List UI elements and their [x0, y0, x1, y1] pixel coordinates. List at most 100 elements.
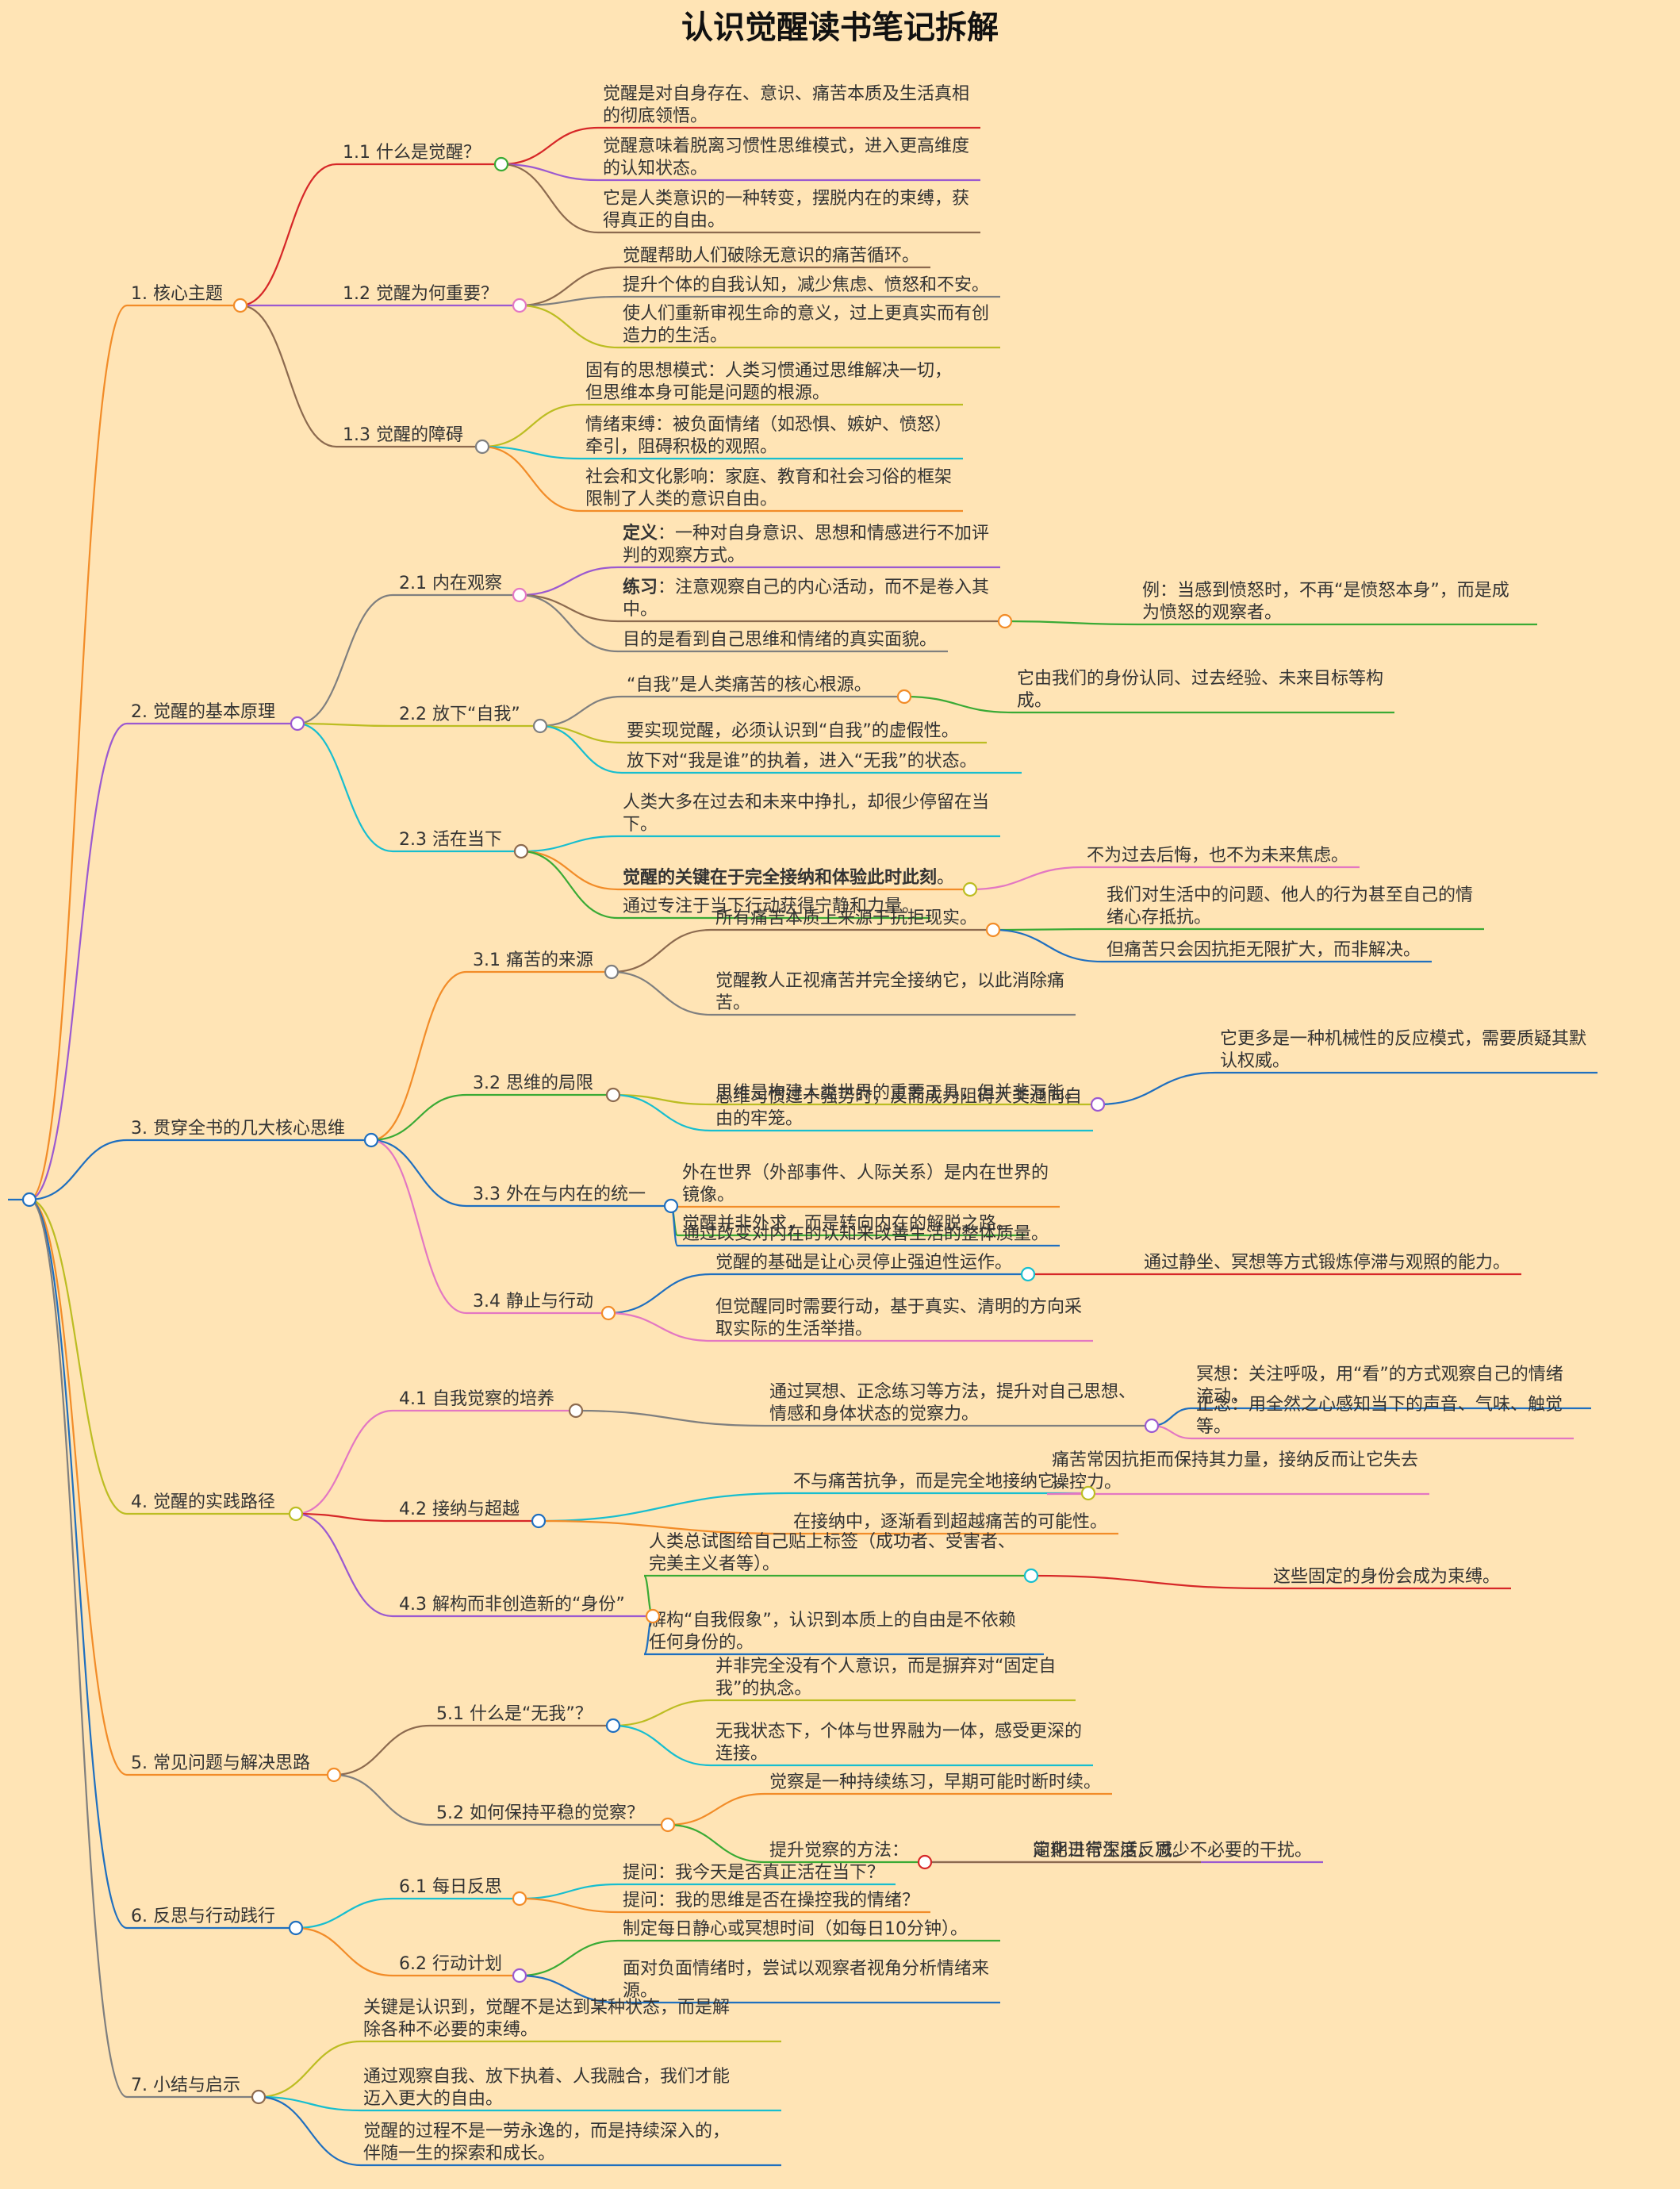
leaf-5-2-2: 提升觉察的方法：: [769, 1841, 909, 1861]
edge-leaf-2-1-3: [519, 593, 619, 653]
topic-4-line: 4. 觉醒的实践路径: [131, 1492, 275, 1512]
topic-4: 4. 觉醒的实践路径: [131, 1492, 275, 1512]
leaf-2-1-2-line: 中。: [623, 600, 658, 620]
subtopic-2-1-node[interactable]: [512, 587, 527, 603]
leaf-1-1-1-line: 的彻底领悟。: [603, 106, 708, 126]
edge-sub-5-1: [333, 1724, 431, 1776]
edge-leaf-2-3-1: [520, 835, 619, 853]
leaf-3-3-3: 通过改变对内在的认知来改善生活的整体质量。: [682, 1224, 1049, 1244]
subtopic-2-2-node[interactable]: [532, 718, 548, 734]
subtopic-5-2: 5.2 如何保持平稳的觉察？: [436, 1803, 644, 1823]
leaf-4-1-1-node[interactable]: [1144, 1418, 1160, 1434]
leaf-2-1-2-node[interactable]: [997, 613, 1013, 629]
leaf-5-1-2: 无我状态下，个体与世界融为一体，感受更深的连接。: [715, 1722, 1082, 1764]
detail-2-3-2-1-line: 不为过去后悔，也不为未来焦虑。: [1087, 846, 1348, 866]
subtopic-3-2-node[interactable]: [605, 1087, 621, 1103]
leaf-3-2-1-line: 思维是构建人类世界的重要工具，但并非万能。: [715, 1083, 1082, 1103]
topic-1-node[interactable]: [232, 298, 248, 313]
leaf-7-1: 关键是认识到，觉醒不是达到某种状态，而是解除各种不必要的束缚。: [363, 1998, 730, 2040]
edge-leaf-1-2-3: [519, 304, 619, 349]
topic-3-node[interactable]: [363, 1132, 379, 1148]
leaf-7-1-line: 除各种不必要的束缚。: [363, 2020, 538, 2040]
leaf-3-4-2-line: 但觉醒同时需要行动，基于真实、清明的方向采: [715, 1297, 1082, 1317]
subtopic-6-1-node[interactable]: [512, 1891, 527, 1907]
edge-leaf-1-3-1: [481, 403, 581, 448]
topic-5-node[interactable]: [326, 1767, 342, 1783]
subtopic-2-3-node[interactable]: [513, 843, 529, 859]
subtopic-3-4-node[interactable]: [600, 1305, 616, 1321]
edge-leaf-1-3-2: [481, 445, 581, 460]
leaf-3-4-2-line: 取实际的生活举措。: [715, 1319, 873, 1339]
leaf-3-4-1-node[interactable]: [1020, 1266, 1036, 1282]
detail-4-1-1-2-line: 正念：用全然之心感知当下的声音、气味、触觉: [1196, 1395, 1563, 1415]
root-node[interactable]: [21, 1192, 37, 1208]
leaf-3-1-2-line: 苦。: [715, 993, 750, 1013]
leaf-2-3-2-rest: 。: [937, 868, 954, 888]
edge-leaf-2-2-1: [539, 695, 623, 728]
edge-sub-1-1: [240, 163, 337, 307]
subtopic-3-2-line: 3.2 思维的局限: [473, 1073, 593, 1093]
edge-topic-3: [29, 1139, 128, 1201]
leaf-1-2-2: 提升个体的自我认知，减少焦虑、愤怒和不安。: [623, 275, 989, 295]
leaf-3-2-1-node[interactable]: [1090, 1096, 1106, 1112]
edge-sub-3-4: [370, 1139, 467, 1315]
subtopic-3-3-node[interactable]: [663, 1198, 679, 1214]
detail-5-2-2-1-line: 简化日常生活，减少不必要的干扰。: [1033, 1841, 1312, 1861]
subtopic-5-1-node[interactable]: [605, 1718, 621, 1734]
leaf-2-1-1-rest: ：一种对自身意识、思想和情感进行不加评: [658, 524, 989, 543]
edge-leaf-2-3-3: [520, 850, 619, 920]
subtopic-5-2-node[interactable]: [660, 1817, 676, 1833]
leaf-5-1-1-line: 我”的执念。: [715, 1679, 811, 1699]
leaf-3-1-1-line: 所有痛苦本质上来源于抗拒现实。: [715, 908, 977, 928]
leaf-4-3-1-node[interactable]: [1023, 1568, 1039, 1584]
edge-detail-2-2-1-1: [903, 695, 1013, 714]
leaf-4-2-1-node[interactable]: [1080, 1485, 1096, 1501]
leaf-2-2-1-node[interactable]: [896, 689, 912, 705]
topic-2-node[interactable]: [290, 716, 305, 732]
subtopic-4-2-node[interactable]: [531, 1513, 547, 1529]
leaf-6-2-1: 制定每日静心或冥想时间（如每日10分钟）。: [623, 1919, 968, 1939]
leaf-3-2-1: 思维是构建人类世界的重要工具，但并非万能。: [715, 1083, 1082, 1103]
edge-sub-2-2: [297, 722, 393, 728]
leaf-1-3-2-line: 情绪束缚：被负面情绪（如恐惧、嫉妒、愤怒）: [585, 415, 952, 435]
edge-leaf-5-1-1: [612, 1699, 712, 1727]
leaf-4-2-1-line: 不与痛苦抗争，而是完全地接纳它。: [793, 1472, 1072, 1492]
subtopic-1-2-node[interactable]: [512, 298, 527, 313]
leaf-5-2-2-node[interactable]: [917, 1854, 933, 1870]
leaf-1-1-1-line: 觉醒是对自身存在、意识、痛苦本质及生活真相: [603, 84, 969, 104]
subtopic-6-1: 6.1 每日反思: [399, 1877, 502, 1897]
leaf-6-1-1: 提问：我今天是否真正活在当下？: [623, 1863, 884, 1883]
leaf-2-2-2: 要实现觉醒，必须认识到“自我”的虚假性。: [627, 721, 959, 741]
leaf-1-3-3-line: 限制了人类的意识自由。: [585, 490, 777, 509]
subtopic-3-3: 3.3 外在与内在的统一: [473, 1185, 646, 1204]
detail-3-1-1-2: 但痛苦只会因抗拒无限扩大，而非解决。: [1107, 940, 1421, 960]
edge-topic-1: [29, 304, 128, 1201]
edge-leaf-1-1-1: [501, 126, 599, 166]
subtopic-3-2: 3.2 思维的局限: [473, 1073, 593, 1093]
subtopic-1-3-node[interactable]: [474, 439, 490, 455]
topic-7: 7. 小结与启示: [131, 2076, 240, 2095]
topic-7-node[interactable]: [251, 2089, 267, 2105]
subtopic-3-1-node[interactable]: [604, 964, 619, 980]
edge-leaf-2-3-2: [520, 850, 619, 891]
edge-leaf-1-3-3: [481, 445, 581, 513]
topic-4-node[interactable]: [288, 1506, 304, 1522]
edge-leaf-6-1-2: [519, 1897, 619, 1914]
subtopic-4-1-node[interactable]: [568, 1403, 584, 1419]
subtopic-1-1-node[interactable]: [493, 156, 509, 172]
topic-3: 3. 贯穿全书的几大核心思维: [131, 1119, 345, 1139]
subtopic-6-2-node[interactable]: [512, 1968, 527, 1984]
subtopic-4-2: 4.2 接纳与超越: [399, 1500, 520, 1519]
subtopic-4-3-node[interactable]: [645, 1608, 661, 1624]
leaf-3-1-1: 所有痛苦本质上来源于抗拒现实。: [715, 908, 977, 928]
leaf-3-1-1-node[interactable]: [985, 922, 1001, 938]
leaf-2-3-2-node[interactable]: [962, 881, 978, 897]
leaf-1-1-2: 觉醒意味着脱离习惯性思维模式，进入更高维度的认知状态。: [603, 136, 969, 179]
topic-6-node[interactable]: [288, 1920, 304, 1936]
topic-5-line: 5. 常见问题与解决思路: [131, 1753, 310, 1773]
leaf-4-3-1: 人类总试图给自己贴上标签（成功者、受害者、完美主义者等）。: [649, 1532, 1015, 1574]
leaf-3-4-2: 但觉醒同时需要行动，基于真实、清明的方向采取实际的生活举措。: [715, 1297, 1082, 1339]
edge-sub-6-2: [295, 1926, 393, 1977]
